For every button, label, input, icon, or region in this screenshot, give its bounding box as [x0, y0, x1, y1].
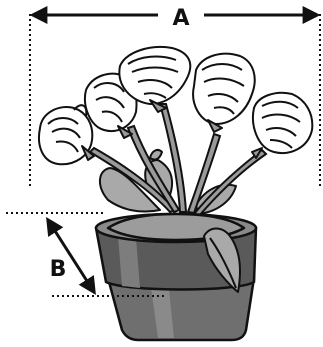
- rose-right: [252, 93, 312, 158]
- rose-center-right: [193, 54, 255, 132]
- dimension-a-label: A: [172, 6, 189, 31]
- leaf-small: [150, 150, 162, 160]
- dimension-b-label: B: [50, 257, 67, 282]
- rose-left: [39, 105, 94, 164]
